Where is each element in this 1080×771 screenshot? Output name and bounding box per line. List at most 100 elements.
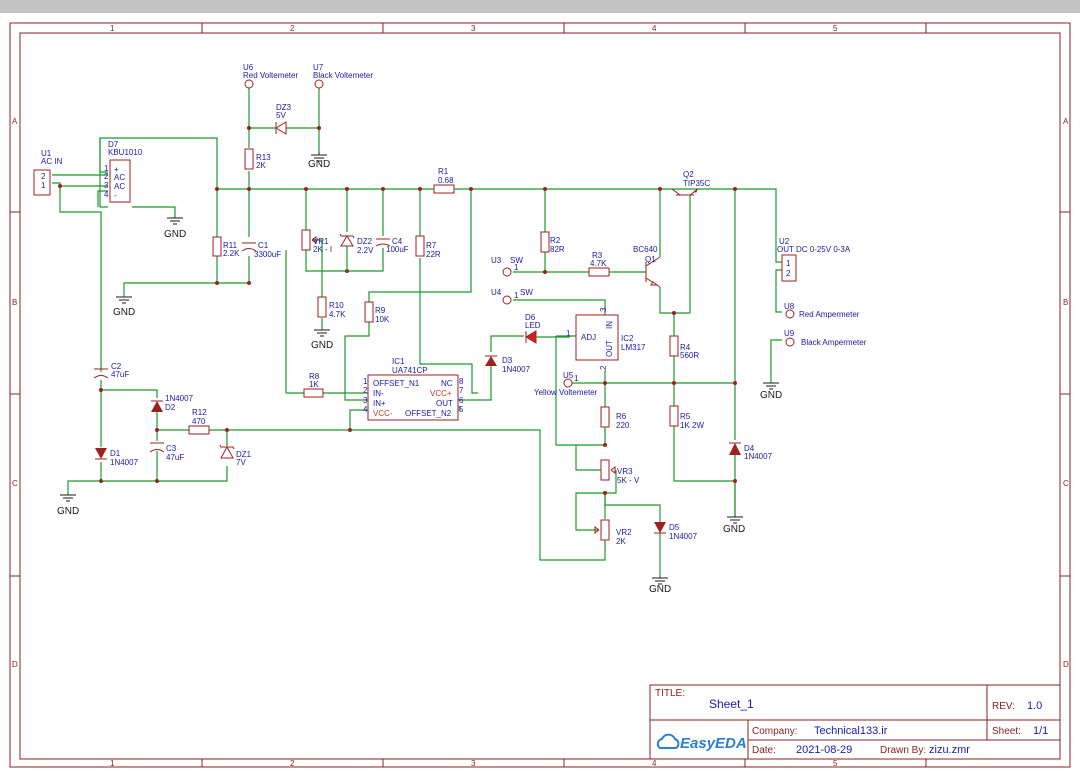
u4-pin: 1 [514,291,519,300]
r11-ref: R11 [223,241,238,250]
bridge-rectifier-d7[interactable]: D7 KBU1010 + AC AC - 1 2 3 4 [104,140,143,203]
ic1-pin-in-minus: IN- [373,389,384,398]
resistor-r6[interactable]: R6 220 [600,406,630,430]
sheet-label: Sheet: [992,726,1021,737]
r6-value: 220 [616,421,630,430]
row-label-d-left: D [12,660,18,669]
capacitor-c4[interactable]: C4 100uF [375,237,409,254]
col-label-4-top: 4 [652,24,657,33]
diode-d3[interactable]: D3 1N4007 [485,355,531,374]
q2-value: TIP35C [683,179,710,188]
red-ammeter-terminal-u8[interactable]: U8 Red Ampermeter [784,302,860,319]
zener-dz2[interactable]: DZ2 2.2V [339,233,374,271]
resistor-r8[interactable]: R8 1K [303,372,324,398]
diode-d1[interactable]: D1 1N4007 [95,448,139,467]
diode-d5[interactable]: D5 1N4007 [654,522,698,541]
capacitor-c1[interactable]: C1 3300uF [241,241,281,259]
r10-ref: R10 [329,301,344,310]
c1-ref: C1 [258,241,269,250]
c2-ref: C2 [111,362,122,371]
ic1-pin-out: OUT [436,399,453,408]
u7-name: Black Voltemeter [313,71,373,80]
diode-d2[interactable]: 1N4007 D2 [151,394,194,412]
c4-value: 100uF [386,245,409,254]
d7-pin-ac2: AC [114,182,125,191]
u2-ref: U2 [779,237,790,246]
potentiometer-vr3[interactable]: VR3 5K - V [600,459,640,485]
zener-dz1[interactable]: DZ1 7V [219,444,252,467]
ground-icon: GND [57,494,79,517]
q2-ref: Q2 [683,170,694,179]
row-label-a-right: A [1063,117,1069,126]
u5-pin: 1 [574,374,579,383]
ic2-pin1: 1 [566,329,571,338]
zener-dz3[interactable]: DZ3 5V [275,103,292,135]
c3-value: 47uF [166,453,184,462]
ground-icon: GND [113,296,135,318]
capacitor-c2[interactable]: C2 47uF [93,362,129,379]
r6-ref: R6 [616,412,627,421]
resistor-r7[interactable]: R7 22R [415,235,441,259]
transistor-q1[interactable]: BC640 Q1 [633,245,661,288]
switch-terminal-u4[interactable]: U4 SW 1 [491,288,533,305]
ground-icon: GND [760,382,782,401]
u3-pin: 1 [514,263,519,272]
u1-pin1: 1 [41,181,46,190]
r5-ref: R5 [680,412,691,421]
red-voltmeter-terminal-u6[interactable]: U6 Red Voltemeter [243,63,298,89]
ground-icon: GND [308,152,330,170]
rev-value: 1.0 [1027,700,1042,712]
dz3-value: 5V [276,111,286,120]
led-d6[interactable]: D6 LED [525,313,570,344]
opamp-ic1[interactable]: IC1 UA741CP OFFSET_N1 IN- IN+ VCC- NC VC… [363,357,464,421]
diode-d4[interactable]: D4 1N4007 [729,442,773,461]
resistor-r5[interactable]: R5 1K 2W [669,405,704,430]
ac-input-connector[interactable]: U1 AC IN 2 1 [33,149,63,196]
u5-name: Yellow Voltemeter [534,388,598,397]
vr1-ref: VR1 [313,237,329,246]
ground-symbols: GND GND GND GND GND GND [57,152,782,595]
r9-ref: R9 [375,306,386,315]
dz2-ref: DZ2 [357,237,373,246]
resistor-r2[interactable]: R2 82R [540,231,565,254]
vr2-ref: VR2 [616,528,632,537]
ground-icon: GND [164,217,186,240]
resistor-r9[interactable]: R9 10K [364,301,390,324]
ic1-num-3: 3 [363,396,368,405]
r2-ref: R2 [550,236,561,245]
black-voltmeter-terminal-u7[interactable]: U7 Black Voltemeter [313,63,373,89]
ic1-num-1: 1 [363,377,368,386]
ruler-labels: 1 2 3 4 5 1 2 3 4 5 A B C D A B C D [12,24,1069,768]
resistor-r13[interactable]: R13 2K [244,148,271,170]
resistor-r11[interactable]: R11 2.2K [212,236,240,258]
title-label: TITLE: [655,688,685,699]
switch-terminal-u3[interactable]: U3 SW 1 [491,256,523,277]
transistor-q2[interactable]: Q2 TIP35C [671,170,710,196]
black-ammeter-terminal-u9[interactable]: U9 Black Ampermeter [784,329,867,347]
d5-value: 1N4007 [669,532,698,541]
u4-name: SW [520,288,533,297]
col-label-1-bottom: 1 [110,759,115,768]
ic1-value: UA741CP [392,366,428,375]
regulator-ic2[interactable]: ADJ IC2 LM317 IN OUT 1 2 3 [566,307,646,370]
ic2-adj: ADJ [581,333,596,342]
wires [52,84,782,578]
potentiometer-vr1[interactable]: VR1 2K - I [301,229,332,254]
potentiometer-vr2[interactable]: VR2 2K [594,519,632,546]
yellow-voltmeter-terminal-u5[interactable]: U5 1 Yellow Voltemeter [534,371,598,397]
r7-value: 22R [426,250,441,259]
ic1-num-6: 6 [459,396,464,405]
sheet-value: 1/1 [1033,725,1048,737]
capacitor-c3[interactable]: C3 47uF [149,442,184,462]
resistor-r3[interactable]: R3 4.7K [588,251,610,277]
ic1-num-5: 5 [459,405,464,414]
resistor-r12[interactable]: R12 470 [188,408,210,435]
ic1-pin-offset-n1: OFFSET_N1 [373,379,420,388]
resistor-r4[interactable]: R4 560R [669,335,699,360]
title-value: Sheet_1 [709,697,754,711]
resistor-r10[interactable]: R10 4.7K [317,296,346,319]
output-connector-u2[interactable]: U2 OUT DC 0-25V 0-3A 1 2 [777,237,851,282]
ic1-num-4: 4 [363,405,368,414]
resistor-r1[interactable]: R1 0.68 [433,167,455,194]
